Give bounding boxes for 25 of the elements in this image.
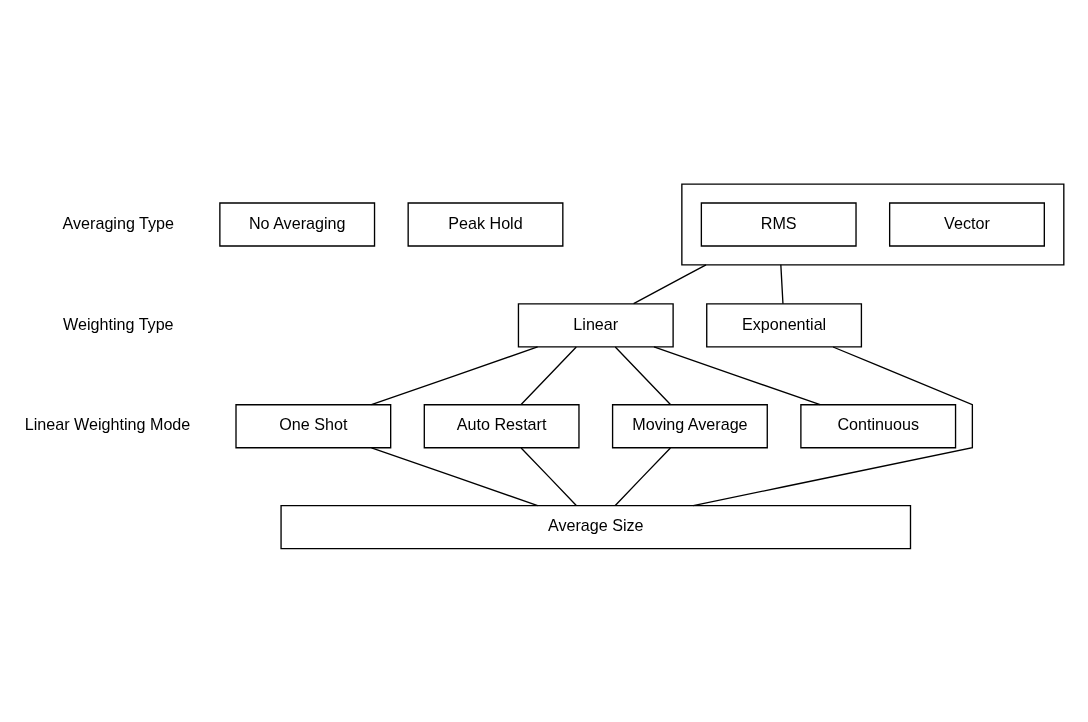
cluster [681, 183, 1065, 266]
connector [632, 264, 707, 305]
connector [520, 447, 577, 507]
node-box: Auto Restart [423, 404, 580, 449]
connector [653, 346, 821, 406]
connector [614, 346, 672, 406]
node-box: Linear [517, 303, 674, 348]
node-box: Vector [889, 202, 1045, 247]
node-box: Average Size [280, 504, 912, 550]
connector [692, 346, 974, 507]
connector [520, 346, 577, 406]
node-box: One Shot [235, 404, 392, 449]
label: Averaging Type [62, 213, 175, 232]
connector [614, 447, 672, 507]
node-box: Exponential [706, 303, 863, 348]
label: Weighting Type [63, 314, 174, 333]
connector [370, 447, 539, 507]
node-box: Continuous [800, 404, 957, 449]
node-box: No Averaging [219, 202, 376, 247]
connector [370, 346, 539, 406]
node-box: Moving Average [611, 404, 768, 449]
label: Linear Weighting Mode [24, 415, 191, 434]
connector [780, 264, 784, 305]
node-box: Peak Hold [407, 202, 564, 247]
node-box: RMS [700, 202, 857, 247]
